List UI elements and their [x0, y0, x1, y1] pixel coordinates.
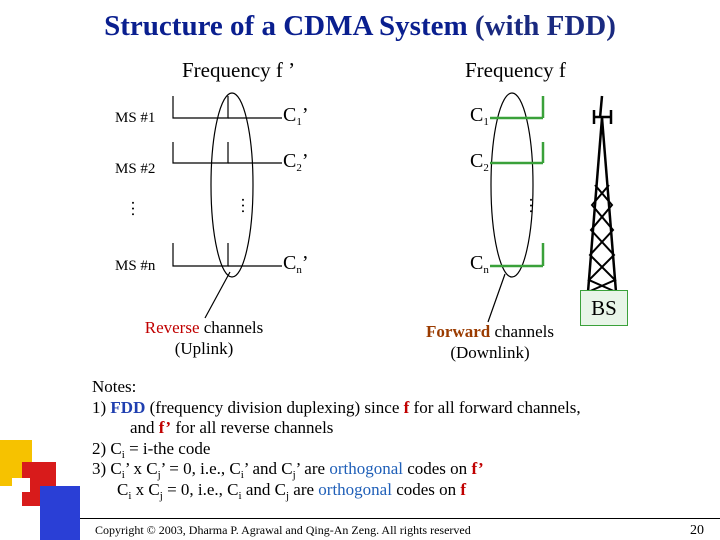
ms-bracket-2 — [172, 142, 229, 164]
ms-label-1: MS #1 — [115, 110, 156, 126]
frequency-forward-label: Frequency f — [465, 58, 566, 82]
reverse-ellipse — [210, 92, 254, 278]
ms-bracket-1 — [172, 96, 229, 119]
note-3-cont: Ci x Cj = 0, i.e., Ci and Cj are orthogo… — [117, 479, 467, 502]
ms-label-n: MS #n — [115, 258, 156, 274]
ms-label-2: MS #2 — [115, 161, 156, 177]
corner-block-blue — [40, 486, 80, 540]
forward-channels-label: Forward channels (Downlink) — [426, 322, 554, 362]
forward-ellipse — [490, 92, 534, 278]
note-2: 2) Ci = i-the code — [92, 438, 211, 461]
reverse-channels-label: Reverse channels (Uplink) — [144, 318, 264, 358]
page-number: 20 — [690, 523, 704, 538]
reverse-ellipsis: … — [229, 197, 248, 214]
title-paren: (with FDD) — [474, 10, 616, 42]
ms-ellipsis: … — [119, 200, 138, 217]
notes-heading: Notes: — [92, 377, 137, 396]
footer-rule — [80, 518, 720, 519]
ms-bracket-n — [172, 243, 229, 267]
forward-code-n: Cn — [470, 252, 489, 276]
title-main: Structure of a CDMA System — [104, 10, 468, 42]
corner-block-white — [12, 478, 30, 492]
forward-lines — [490, 96, 545, 268]
reverse-code-n: Cn’ — [283, 252, 309, 276]
bs-tower-icon — [586, 95, 618, 293]
notes-block: Notes: 1) FDD (frequency division duplex… — [92, 377, 581, 502]
reverse-arrow-line — [204, 271, 231, 319]
frequency-reverse-label: Frequency f ’ — [182, 58, 296, 82]
forward-arrow-line — [487, 273, 506, 323]
slide-title: Structure of a CDMA System (with FDD) — [0, 10, 720, 43]
note-3: 3) Ci’ x Cj’ = 0, i.e., Ci’ and Cj’ are … — [92, 459, 484, 481]
note-1: 1) FDD (frequency division duplexing) si… — [92, 397, 581, 417]
reverse-code-2: C2’ — [283, 150, 309, 174]
footer-copyright: Copyright © 2003, Dharma P. Agrawal and … — [95, 523, 471, 537]
forward-code-1: C1 — [470, 104, 489, 128]
forward-ellipsis: … — [517, 197, 536, 214]
reverse-code-1: C1’ — [283, 104, 309, 128]
bs-label-box: BS — [580, 290, 628, 326]
forward-code-2: C2 — [470, 150, 489, 174]
note-1-cont: and f’ for all reverse channels — [130, 418, 334, 437]
